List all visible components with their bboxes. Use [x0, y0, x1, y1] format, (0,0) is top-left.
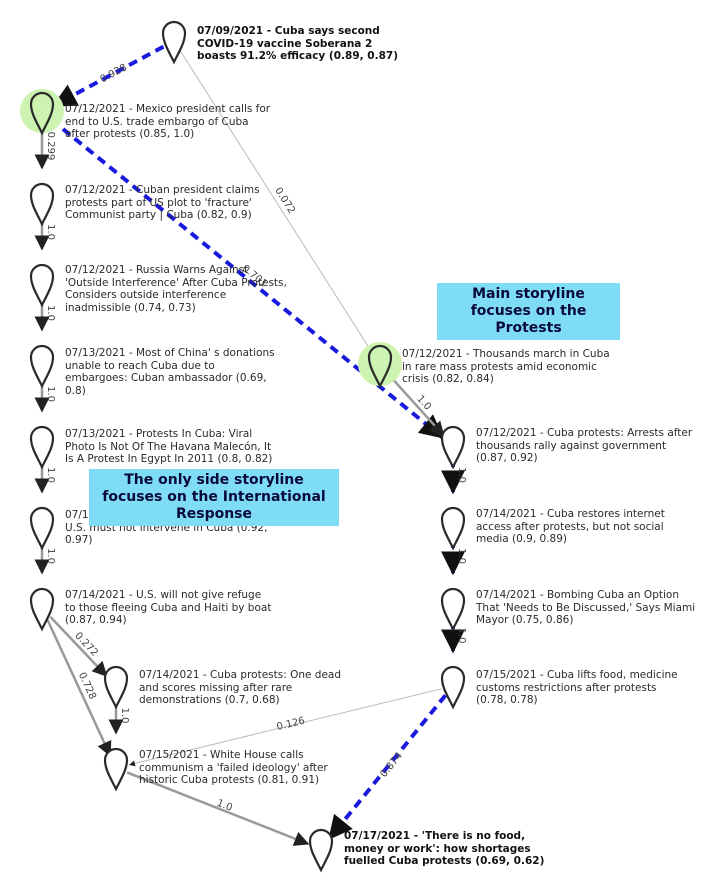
map-pin-icon-n16[interactable]	[308, 828, 334, 873]
edge-weight-n11-n12: 1.0	[414, 393, 433, 412]
map-pin-icon-n4[interactable]	[29, 263, 55, 308]
map-pin-icon-n14[interactable]	[440, 587, 466, 632]
edge-weight-n2-n3: 0.299	[45, 132, 56, 161]
edge-weight-n7-n8: 1.0	[45, 548, 56, 564]
map-pin-icon-n5[interactable]	[29, 344, 55, 389]
node-label-n13: 07/14/2021 - Cuba restores internet acce…	[476, 508, 665, 545]
map-pin-icon-n12[interactable]	[440, 425, 466, 470]
edge-weight-n6-n7: 1.0	[45, 467, 56, 483]
node-label-n4: 07/12/2021 - Russia Warns Against 'Outsi…	[65, 264, 287, 314]
node-label-n10: 07/15/2021 - White House calls communism…	[139, 749, 328, 786]
edge-n1-n2	[52, 44, 165, 108]
edge-weight-n4-n5: 1.0	[45, 305, 56, 321]
edge-weight-n12-n13: 1.0	[456, 467, 467, 483]
map-pin-icon-n11[interactable]	[367, 344, 393, 389]
edge-n8-n9	[49, 615, 108, 677]
edge-n11-n12	[387, 373, 445, 437]
node-label-n9: 07/14/2021 - Cuba protests: One dead and…	[139, 669, 342, 706]
map-pin-icon-n13[interactable]	[440, 506, 466, 551]
node-label-n6: 07/13/2021 - Protests In Cuba: Viral Pho…	[65, 428, 273, 465]
node-label-n5: 07/13/2021 - Most of China' s donations …	[65, 347, 275, 397]
map-pin-icon-n7[interactable]	[29, 506, 55, 551]
node-label-n8: 07/14/2021 - U.S. will not give refuge t…	[65, 589, 272, 626]
side-storyline-callout: The only side storyline focuses on the I…	[89, 469, 339, 526]
node-label-n15: 07/15/2021 - Cuba lifts food, medicine c…	[476, 669, 678, 706]
edge-n15-n10	[129, 688, 442, 767]
map-pin-icon-n6[interactable]	[29, 425, 55, 470]
map-pin-icon-n10[interactable]	[103, 747, 129, 792]
map-pin-icon-n1[interactable]	[161, 20, 187, 65]
map-pin-icon-n2[interactable]	[29, 91, 55, 136]
edge-n2-n12	[50, 118, 444, 439]
node-label-n16: 07/17/2021 - 'There is no food, money or…	[344, 830, 545, 867]
edge-n15-n16	[328, 694, 448, 840]
node-label-n11: 07/12/2021 - Thousands march in Cuba in …	[402, 348, 610, 385]
edge-n10-n16	[126, 771, 310, 846]
map-pin-icon-n8[interactable]	[29, 587, 55, 632]
edge-weight-n15-n10: 0.126	[276, 716, 306, 733]
node-label-n12: 07/12/2021 - Cuba protests: Arrests afte…	[476, 427, 693, 464]
main-storyline-callout: Main storyline focuses on the Protests	[437, 283, 620, 340]
edge-weight-n1-n2: 0.928	[98, 62, 128, 85]
edge-weight-n3-n4: 1.0	[45, 224, 56, 240]
edge-weight-n5-n6: 1.0	[45, 386, 56, 402]
map-pin-icon-n9[interactable]	[103, 665, 129, 710]
edge-weight-n13-n14: 1.0	[456, 548, 467, 564]
edge-weight-n10-n16: 1.0	[215, 798, 234, 814]
edge-n1-n11	[180, 50, 373, 354]
node-label-n14: 07/14/2021 - Bombing Cuba an Option That…	[476, 589, 696, 626]
edge-weight-n9-n10: 1.0	[119, 708, 130, 724]
node-label-n2: 07/12/2021 - Mexico president calls for …	[65, 103, 271, 140]
node-label-n3: 07/12/2021 - Cuban president claims prot…	[65, 184, 260, 221]
node-label-n1: 07/09/2021 - Cuba says second COVID-19 v…	[197, 25, 398, 62]
map-pin-icon-n3[interactable]	[29, 182, 55, 227]
map-pin-icon-n15[interactable]	[440, 665, 466, 710]
edge-n8-n10	[45, 618, 112, 757]
edge-weight-n14-n15: 1.0	[456, 628, 467, 644]
edge-weight-n15-n16: 0.874	[378, 751, 405, 780]
